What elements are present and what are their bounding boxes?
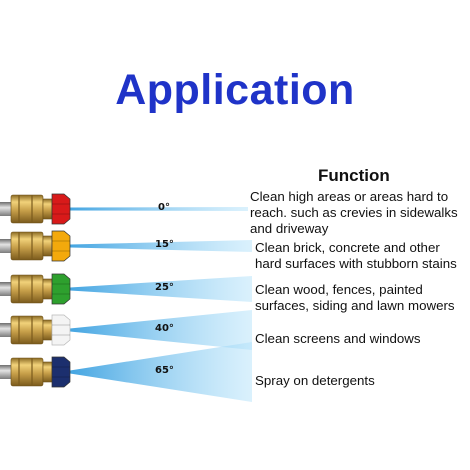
steel-pipe <box>0 239 12 253</box>
brass-coupler <box>10 315 44 345</box>
nozzle-row-1 <box>0 230 252 262</box>
angle-label: 0° <box>158 202 170 213</box>
angle-label: 40° <box>155 323 174 334</box>
brass-coupler <box>10 231 44 261</box>
brass-coupler <box>10 357 44 387</box>
nozzle-row-0 <box>0 193 248 225</box>
brass-coupler <box>10 274 44 304</box>
nozzle-tip <box>51 230 71 262</box>
page-title: Application <box>115 66 355 114</box>
steel-pipe <box>0 323 12 337</box>
angle-label: 15° <box>155 239 174 250</box>
steel-pipe <box>0 282 12 296</box>
function-description: Clean screens and windows <box>255 331 421 346</box>
spray-fan <box>70 310 252 350</box>
spray-fan <box>70 276 252 302</box>
angle-label: 25° <box>155 282 174 293</box>
spray-fan <box>70 207 248 211</box>
nozzle-tip <box>51 356 71 388</box>
nozzle-tip <box>51 193 71 225</box>
spray-fan <box>70 240 252 252</box>
spray-fan <box>70 342 252 402</box>
nozzle-row-4 <box>0 342 252 402</box>
nozzle-tip <box>51 273 71 305</box>
function-description: Clean brick, concrete and other hard sur… <box>255 240 457 271</box>
function-description: Clean wood, fences, painted surfaces, si… <box>255 282 455 313</box>
steel-pipe <box>0 365 12 379</box>
steel-pipe <box>0 202 12 216</box>
function-description: Spray on detergents <box>255 373 375 388</box>
nozzle-row-3 <box>0 310 252 350</box>
nozzle-row-2 <box>0 273 252 305</box>
angle-label: 65° <box>155 365 174 376</box>
brass-coupler <box>10 194 44 224</box>
function-heading: Function <box>318 166 390 185</box>
nozzle-tip <box>51 314 71 346</box>
function-description: Clean high areas or areas hard to reach.… <box>250 189 458 236</box>
